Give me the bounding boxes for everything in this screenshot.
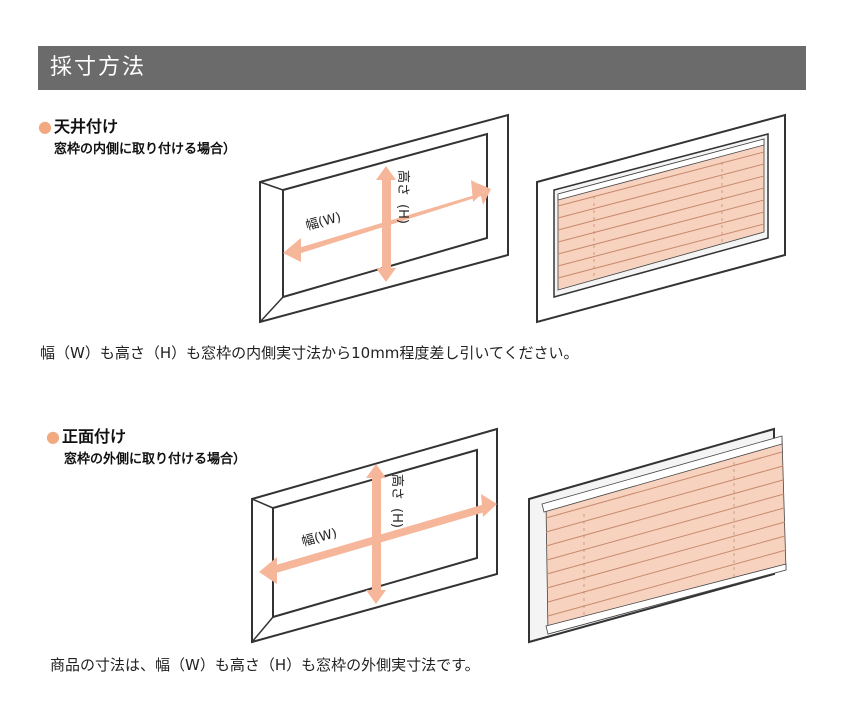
bullet-icon: ● (46, 427, 60, 446)
section2-subtitle: 窓枠の外側に取り付ける場合） (64, 452, 247, 467)
section1-title-text: 天井付け (53, 117, 118, 136)
section1-title: ●天井付け (38, 113, 118, 137)
outside-mount-frame-diagram: 幅(W) 高さ (H) (251, 427, 498, 644)
height-arrow (366, 464, 386, 604)
inside-mount-frame-diagram: 幅(W) 高さ (H) (259, 113, 509, 324)
section1-subtitle: 窓枠の内側に取り付ける場合） (54, 142, 237, 157)
inside-mount-blind-illustration (536, 113, 786, 324)
outside-mount-blind-illustration (528, 427, 787, 644)
section1-description: 幅（W）も高さ（H）も窓枠の内側実寸法から10mm程度差し引いてください。 (40, 344, 579, 362)
height-label-top: 高さ (389, 474, 405, 500)
bullet-icon: ● (38, 117, 52, 136)
section-header: 採寸方法 (38, 46, 806, 90)
pleated-blind (557, 138, 765, 291)
width-arrow (283, 180, 491, 262)
section2-title: ●正面付け (46, 423, 126, 447)
pleated-blind (541, 435, 787, 635)
height-arrow (376, 166, 396, 282)
section2-description: 商品の寸法は、幅（W）も高さ（H）も窓枠の外側実寸法です。 (50, 656, 480, 674)
height-label-bottom: (H) (395, 204, 410, 224)
height-label-bottom: (H) (389, 508, 404, 528)
height-label-top: 高さ (395, 170, 411, 196)
section2-title-text: 正面付け (61, 427, 126, 446)
